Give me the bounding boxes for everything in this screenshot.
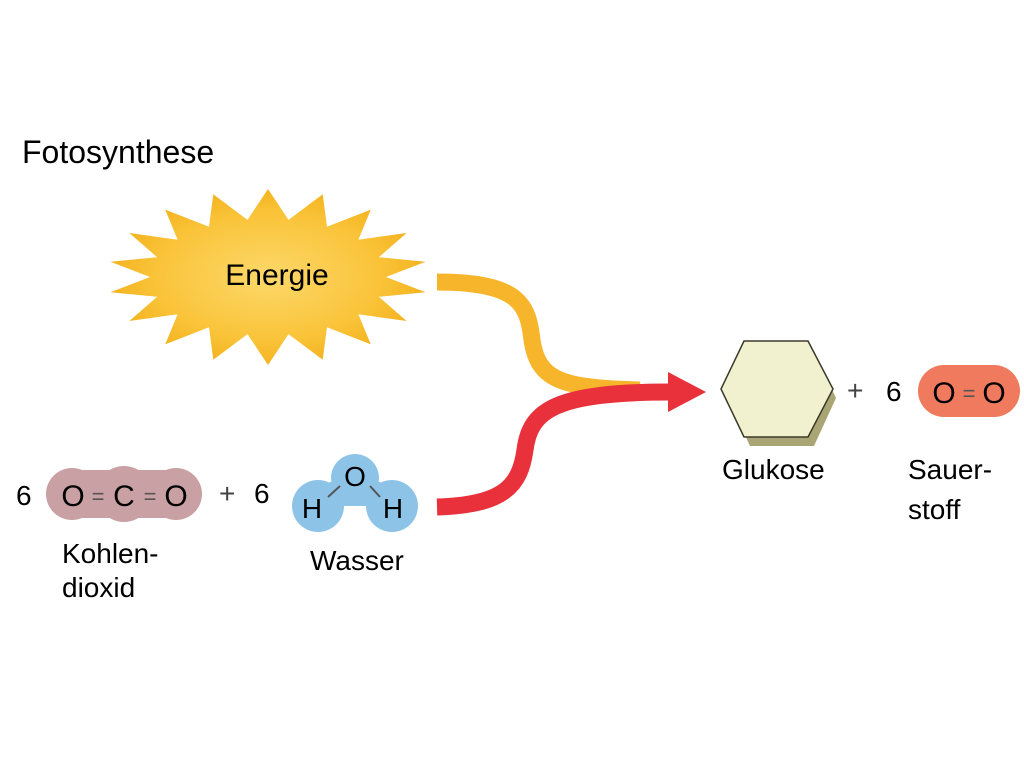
co2-bond-1: =	[92, 484, 105, 509]
reaction-arrow	[436, 383, 673, 516]
energy-arrow	[436, 273, 641, 399]
o2-atom-o1: O	[932, 377, 955, 410]
glucose-label: Glukose	[722, 454, 825, 485]
co2-atom-o1: O	[61, 480, 84, 513]
co2-label-line2: dioxid	[62, 572, 136, 603]
co2-coefficient: 6	[16, 480, 32, 511]
glucose-hexagon-icon	[720, 340, 836, 446]
diagram-title: Fotosynthese	[22, 134, 215, 170]
arrowhead-icon	[668, 372, 706, 412]
co2-atom-o2: O	[164, 480, 187, 513]
products-plus-sign: +	[847, 375, 864, 406]
co2-molecule: O C O = =	[46, 466, 202, 522]
water-atom-h2: H	[383, 493, 403, 524]
o2-bond: =	[963, 381, 976, 406]
sun-icon	[110, 189, 426, 365]
water-atom-o: O	[344, 461, 366, 492]
oxygen-label-line2: stoff	[908, 494, 961, 525]
water-molecule: O H H	[292, 454, 418, 532]
oxygen-label-line1: Sauer-	[908, 454, 993, 485]
o2-molecule: O O =	[918, 365, 1020, 417]
co2-atom-c: C	[113, 480, 135, 513]
water-atom-h1: H	[302, 493, 322, 524]
o2-atom-o2: O	[982, 377, 1005, 410]
energy-label: Energie	[225, 259, 328, 292]
co2-label-line1: Kohlen-	[62, 538, 159, 569]
reactants-plus-sign: +	[219, 478, 236, 509]
oxygen-coefficient: 6	[886, 376, 902, 407]
water-label: Wasser	[310, 545, 404, 576]
co2-bond-2: =	[144, 484, 157, 509]
water-coefficient: 6	[254, 478, 270, 509]
